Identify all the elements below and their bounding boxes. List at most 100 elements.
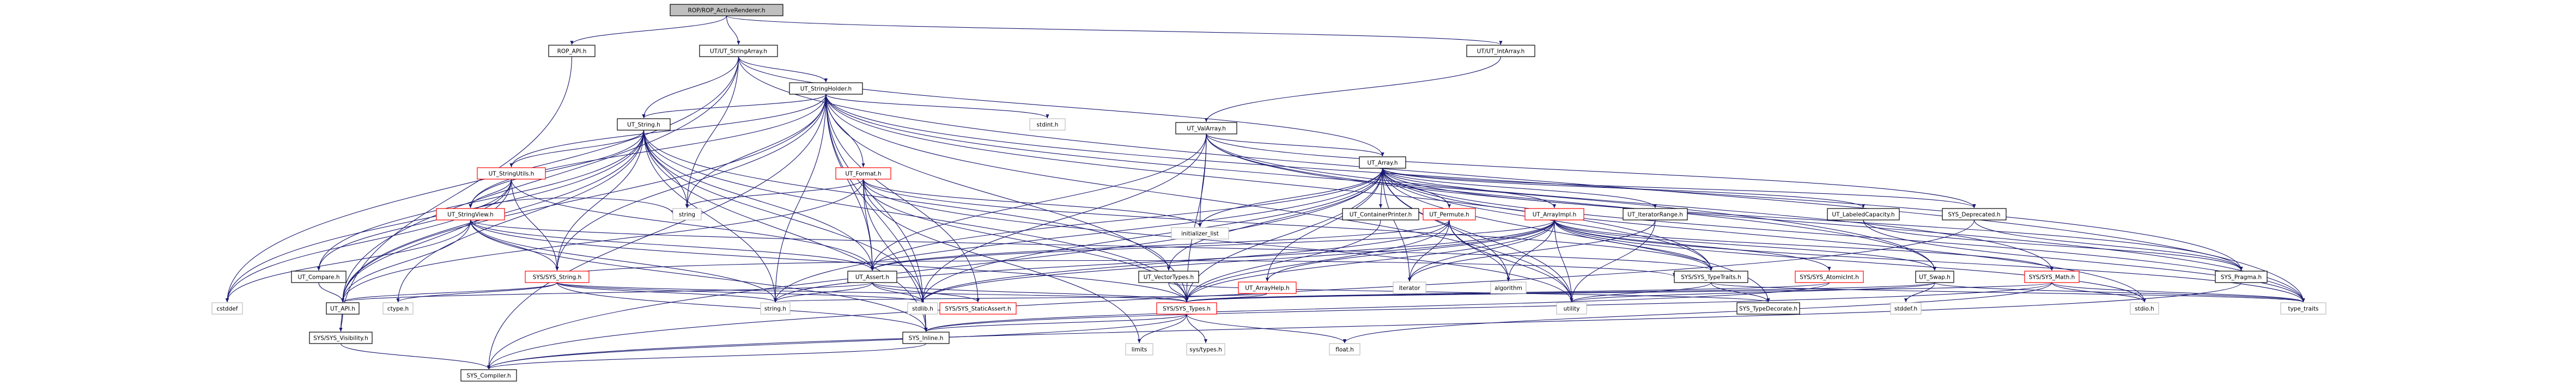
node-box-n47 (1186, 343, 1225, 356)
node-label-n24: UT_ArrayHelp.h (1245, 285, 1290, 292)
node-n16[interactable]: UT_ArrayImpl.h (1524, 208, 1584, 220)
node-n21[interactable]: SYS/SYS_String.h (525, 271, 590, 283)
edge-n10-n27 (862, 179, 1713, 271)
node-label-n28: SYS/SYS_AtomicInt.h (1800, 274, 1859, 281)
edge-n19-n31 (1973, 219, 2243, 271)
edge-n6-n36 (643, 130, 925, 303)
edge-n22-n35 (773, 282, 873, 303)
edge-n38-n48 (1186, 314, 1347, 344)
node-n29[interactable]: UT_Swap.h (1915, 271, 1954, 283)
edge-n6-n23 (643, 130, 1171, 271)
edge-n16-n27 (1554, 219, 1713, 271)
node-label-n46: limits (1132, 347, 1147, 353)
edge-n7-n31 (1382, 168, 2243, 271)
node-box-n22 (847, 271, 897, 283)
edge-n22-n38 (872, 282, 1188, 303)
edge-n38-n49 (487, 314, 1187, 370)
node-box-n34 (326, 302, 360, 315)
edge-n29-n43 (1934, 282, 2305, 303)
edge-n7-n19 (1382, 168, 1976, 209)
edge-n16-n36 (921, 219, 1555, 303)
node-n38[interactable]: SYS/SYS_Types.h (1156, 302, 1217, 315)
node-n44[interactable]: SYS/SYS_Visibility.h (309, 332, 373, 344)
node-n24[interactable]: UT_ArrayHelp.h (1238, 281, 1297, 294)
node-n10[interactable]: UT_Format.h (835, 167, 891, 180)
node-n30[interactable]: SYS/SYS_Math.h (2024, 271, 2080, 283)
edge-n4-n35 (773, 94, 827, 303)
node-n22[interactable]: UT_Assert.h (847, 271, 897, 283)
node-n49[interactable]: SYS_Compiler.h (460, 369, 517, 382)
node-label-n31: SYS_Pragma.h (2221, 274, 2262, 281)
edge-n2-n32 (225, 56, 739, 303)
edge-n15-n22 (871, 219, 1450, 271)
edge-n7-n22 (870, 168, 1383, 271)
node-n31[interactable]: SYS_Pragma.h (2215, 271, 2268, 283)
node-n1[interactable]: ROP_API.h (548, 45, 596, 57)
node-label-n45: SYS_Inline.h (909, 335, 944, 342)
node-label-n37: SYS/SYS_StaticAssert.h (945, 306, 1011, 313)
node-box-n6 (617, 118, 671, 131)
node-n34[interactable]: UT_API.h (326, 302, 360, 315)
edge-n16-n43 (1554, 219, 2305, 303)
node-box-n14 (1342, 208, 1419, 220)
node-label-n27: SYS/SYS_TypeTraits.h (1681, 274, 1741, 281)
edge-n5-n19 (1206, 133, 1976, 209)
node-label-n13: initializer_list (1181, 231, 1219, 237)
node-label-n29: UT_Swap.h (1919, 274, 1951, 281)
edge-n15-n25 (1407, 219, 1450, 282)
edge-n21-n33 (396, 282, 558, 303)
node-label-n2: UT/UT_StringArray.h (710, 48, 767, 55)
node-n17[interactable]: UT_IteratorRange.h (1623, 208, 1688, 220)
node-label-n21: SYS/SYS_String.h (533, 274, 582, 281)
node-label-n11: UT_StringView.h (447, 212, 494, 218)
node-n2[interactable]: UT/UT_StringArray.h (699, 45, 778, 57)
node-n37[interactable]: SYS/SYS_StaticAssert.h (939, 302, 1017, 315)
node-n15[interactable]: UT_Permute.h (1423, 208, 1476, 220)
node-box-n35 (760, 302, 791, 315)
node-box-n32 (211, 302, 243, 315)
node-label-n36: stdlib.h (912, 306, 933, 313)
edge-n16-n22 (871, 219, 1555, 271)
node-n45[interactable]: SYS_Inline.h (902, 332, 950, 344)
node-label-n8: stdint.h (1037, 122, 1059, 128)
node-n9[interactable]: UT_StringUtils.h (477, 167, 546, 180)
edge-n6-n35 (643, 130, 777, 303)
edge-n9-n22 (511, 179, 874, 271)
node-n40[interactable]: SYS_TypeDecorate.h (1736, 302, 1800, 315)
node-box-n7 (1359, 156, 1406, 169)
node-label-n3: UT/UT_IntArray.h (1477, 48, 1525, 55)
edge-n6-n33 (396, 130, 645, 303)
node-label-n17: UT_IteratorRange.h (1627, 212, 1683, 218)
node-n13: initializer_list (1171, 227, 1229, 240)
node-n6[interactable]: UT_String.h (617, 118, 671, 131)
edge-n2-n12 (685, 56, 739, 209)
node-n0[interactable]: ROP/ROP_ActiveRenderer.h (670, 4, 783, 16)
node-label-n0: ROP/ROP_ActiveRenderer.h (688, 8, 765, 14)
node-n11[interactable]: UT_StringView.h (436, 208, 505, 220)
node-box-n36 (907, 302, 938, 315)
node-n20[interactable]: UT_Compare.h (291, 271, 347, 283)
node-n5[interactable]: UT_ValArray.h (1175, 122, 1237, 134)
node-label-n22: UT_Assert.h (855, 274, 889, 281)
node-n23[interactable]: UT_VectorTypes.h (1138, 271, 1199, 283)
node-n14[interactable]: UT_ContainerPrinter.h (1342, 208, 1419, 220)
node-n28[interactable]: SYS/SYS_AtomicInt.h (1795, 271, 1864, 283)
node-box-n28 (1795, 271, 1864, 283)
node-label-n38: SYS/SYS_Types.h (1163, 306, 1211, 313)
node-label-n23: UT_VectorTypes.h (1144, 274, 1194, 281)
node-n35: string.h (760, 302, 791, 315)
edge-n7-n13 (1198, 168, 1383, 228)
edge-n28-n45 (924, 282, 1830, 332)
node-box-n38 (1156, 302, 1217, 315)
node-n3[interactable]: UT/UT_IntArray.h (1466, 45, 1535, 57)
edge-n34-n44 (339, 314, 343, 332)
node-box-n17 (1623, 208, 1688, 220)
edge-n11-n22 (470, 219, 874, 271)
node-n18[interactable]: UT_LabeledCapacity.h (1827, 208, 1900, 220)
node-n19[interactable]: SYS_Deprecated.h (1942, 208, 2007, 220)
node-n27[interactable]: SYS/SYS_TypeTraits.h (1674, 271, 1748, 283)
edge-n5-n29 (1206, 133, 1937, 271)
node-n4[interactable]: UT_StringHolder.h (789, 82, 863, 95)
node-n7[interactable]: UT_Array.h (1359, 156, 1406, 169)
edge-n11-n45 (470, 219, 928, 332)
